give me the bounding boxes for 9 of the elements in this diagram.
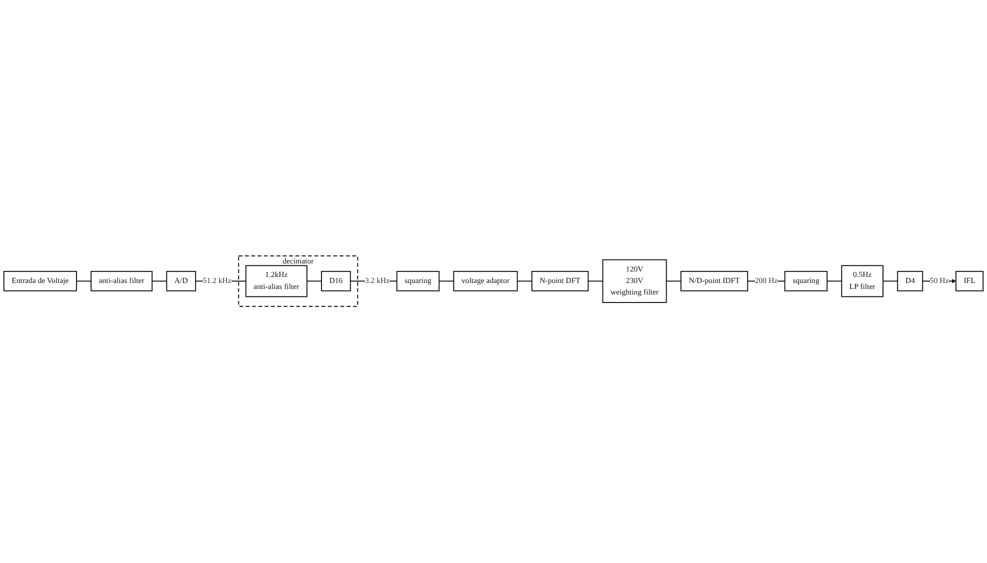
connector bbox=[516, 281, 532, 282]
connector bbox=[438, 281, 454, 282]
connector bbox=[666, 281, 682, 282]
connector bbox=[588, 281, 604, 282]
connector bbox=[882, 281, 898, 282]
connector bbox=[152, 281, 168, 282]
connector bbox=[76, 281, 92, 282]
connector bbox=[826, 281, 842, 282]
connector bbox=[306, 281, 322, 282]
